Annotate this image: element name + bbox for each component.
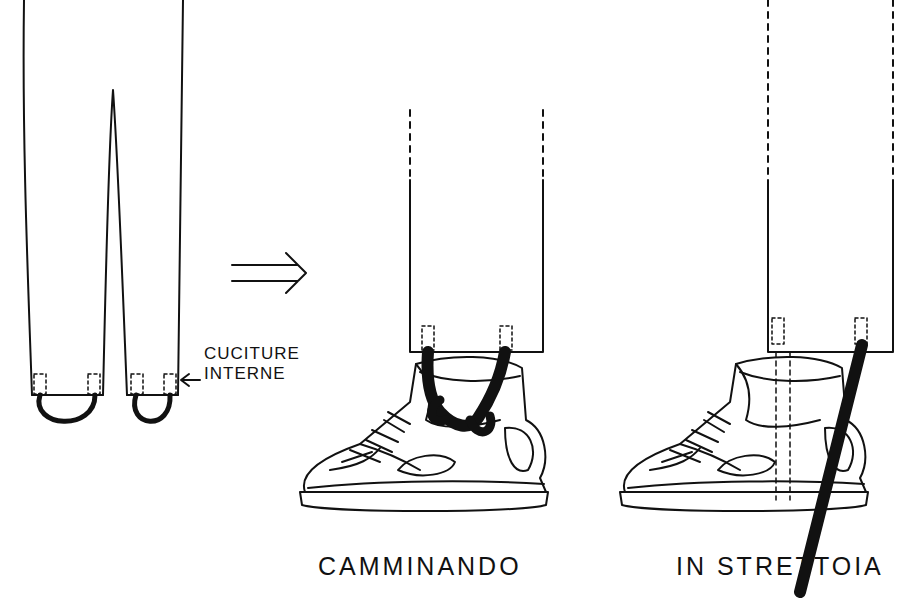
caption-label: CAMMINANDO: [318, 552, 522, 581]
caption-label: IN STRETTOIA: [676, 552, 884, 581]
stitch-label: CUCITURE INTERNE: [204, 344, 322, 383]
